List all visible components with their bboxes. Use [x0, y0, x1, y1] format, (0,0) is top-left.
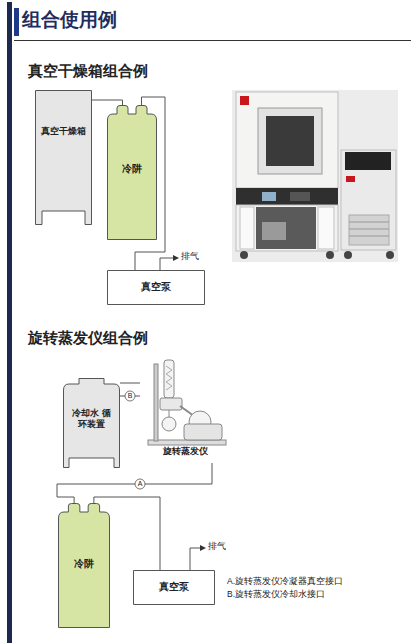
- node-outline: [35, 90, 92, 225]
- node-text-box: 旋转蒸发仪: [140, 446, 230, 457]
- pump-box: 真空泵: [133, 570, 215, 605]
- oven-window: [266, 116, 314, 166]
- title-rule: [14, 40, 411, 41]
- receiving-flask: [162, 417, 176, 431]
- node-text-box: 冷阱: [58, 558, 110, 571]
- node-label: 冷却水 循环装置: [71, 408, 112, 431]
- side-bar: [7, 2, 12, 643]
- motor-head: [160, 398, 182, 410]
- pump-box: 真空泵: [107, 270, 205, 305]
- display: [262, 192, 276, 201]
- note-text: 排气: [208, 541, 226, 552]
- callout-circle: [125, 391, 135, 401]
- node-text-box: 真空干燥箱: [35, 126, 92, 137]
- base-pump: [262, 222, 286, 240]
- chiller-box: 冷却水 循环装置: [63, 378, 120, 468]
- node-label: 真空干燥箱: [37, 126, 90, 137]
- maker-logo: [240, 96, 249, 105]
- callout-letter: B: [124, 391, 136, 401]
- callout-letter: A: [134, 479, 146, 489]
- cold-trap-box: 冷阱: [58, 503, 110, 628]
- page-title: 组合使用例: [22, 9, 117, 32]
- section-heading: 旋转蒸发仪组合例: [28, 329, 148, 347]
- condenser-tube: [164, 360, 174, 398]
- control-panel: [236, 188, 338, 205]
- receiver-neck: [169, 410, 170, 417]
- caster: [386, 251, 394, 259]
- oven-cabinet: [236, 92, 338, 188]
- node-label: 真空泵: [109, 281, 203, 293]
- photo-background: [232, 90, 398, 262]
- caster: [344, 251, 352, 259]
- callout-circle: [135, 479, 145, 489]
- caster: [240, 251, 248, 259]
- oven-base: [236, 205, 338, 251]
- node-text-box: 冷阱: [107, 163, 157, 176]
- trap-unit: [341, 150, 396, 250]
- node-shape: [108, 106, 157, 240]
- trap-lid: [345, 152, 391, 170]
- node-shape: [36, 91, 92, 225]
- cold-trap-box: 冷阱: [107, 105, 157, 240]
- exhaust-arrowhead: [173, 255, 179, 261]
- base-interior: [256, 207, 316, 249]
- heating-bath: [184, 424, 222, 440]
- connector-line: [120, 383, 140, 384]
- note-text: 排气: [181, 251, 199, 262]
- caster: [326, 251, 334, 259]
- stand-pole: [154, 364, 158, 441]
- title-accent: [14, 8, 19, 36]
- grille-line: [349, 222, 389, 223]
- control-keys: [290, 192, 310, 201]
- connector-line: [92, 100, 123, 105]
- section-heading: 真空干燥箱组合例: [28, 62, 148, 80]
- grille-line: [349, 236, 389, 237]
- node-text-box: 真空泵: [133, 581, 215, 593]
- exhaust-line: [190, 548, 201, 570]
- node-shape: [59, 504, 110, 628]
- grille-line: [349, 229, 389, 230]
- exhaust-arrowhead: [200, 545, 206, 551]
- exhaust-line: [160, 258, 174, 270]
- node-shape: [134, 571, 215, 605]
- note-text: B.旋转蒸发仪冷却水接口: [227, 589, 325, 599]
- trap-grille: [349, 215, 389, 245]
- stand-base: [148, 440, 226, 445]
- base-door: [240, 207, 254, 249]
- node-label: 冷阱: [60, 558, 108, 571]
- oven-door: [258, 108, 322, 174]
- oven-box: 真空干燥箱: [35, 90, 92, 225]
- maker-logo: [346, 176, 355, 182]
- node-text-box: 冷却水 循环装置: [63, 408, 120, 431]
- node-text-box: 真空泵: [107, 281, 205, 293]
- evaporator-figure: 旋转蒸发仪: [140, 358, 230, 463]
- node-label: 真空泵: [135, 581, 213, 593]
- node-label: 旋转蒸发仪: [142, 446, 228, 457]
- node-shape: [108, 271, 205, 305]
- note-text: A.旋转蒸发仪冷凝器真空接口: [227, 576, 343, 586]
- node-label: 冷阱: [109, 163, 155, 176]
- node-shape: [64, 379, 120, 468]
- condenser-coil: [166, 366, 172, 390]
- base-door: [318, 207, 334, 249]
